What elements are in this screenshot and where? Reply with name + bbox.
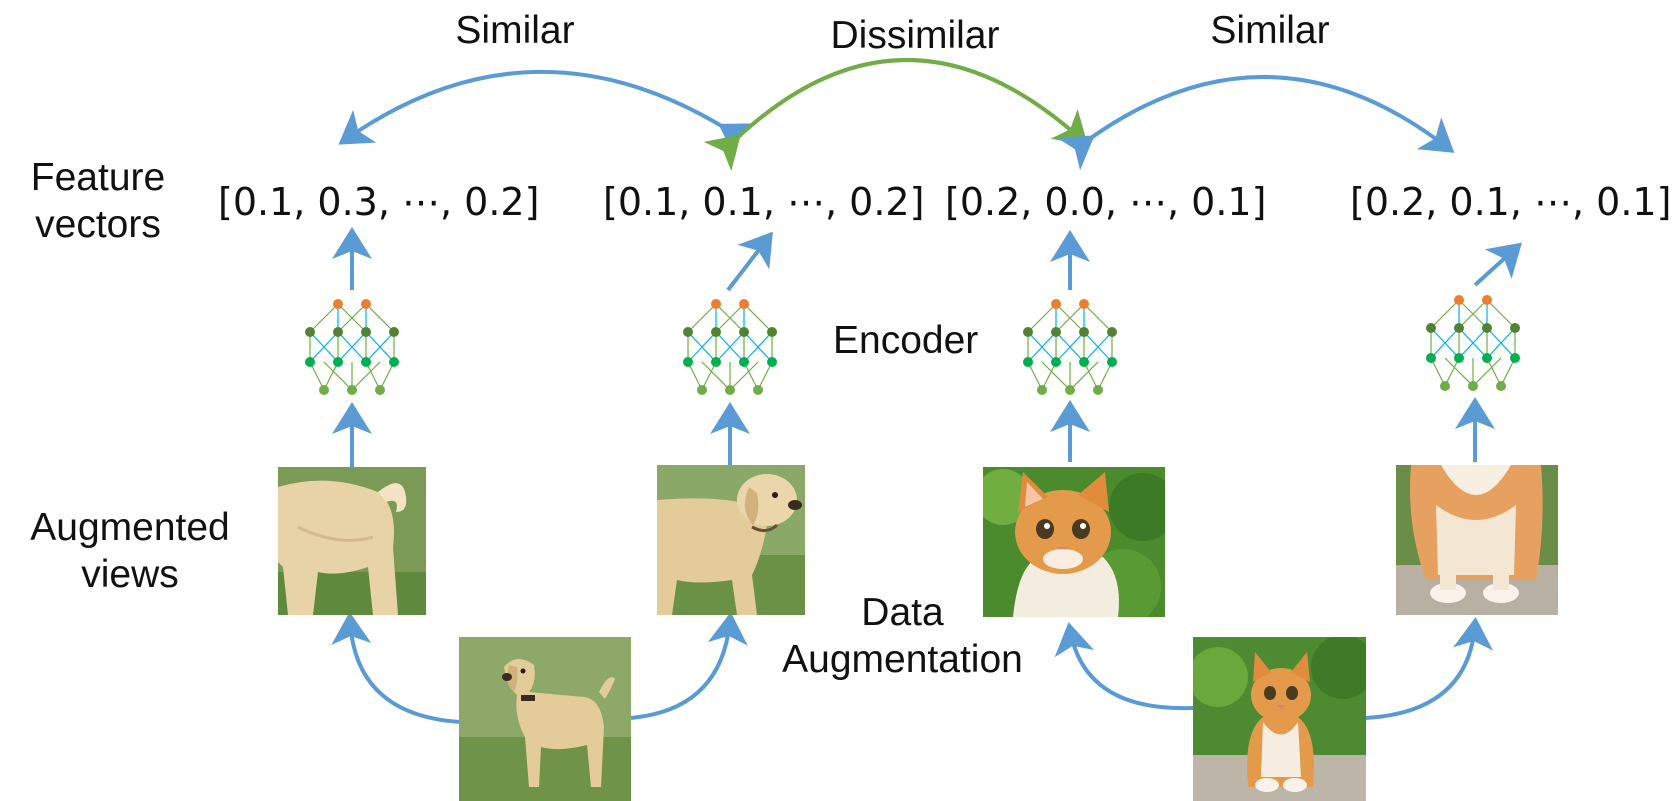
data-augmentation-line1: Data bbox=[861, 591, 944, 634]
encoder-network-2 bbox=[682, 298, 778, 396]
augmented-view-kitten-body bbox=[1396, 465, 1558, 615]
feature-vectors-label: Feature vectors bbox=[18, 155, 178, 249]
original-image-dog bbox=[459, 637, 631, 801]
original-image-kitten bbox=[1193, 637, 1366, 801]
data-augmentation-line2: Augmentation bbox=[782, 637, 1023, 681]
dissimilar-arc bbox=[703, 58, 1088, 172]
encoder-network-3 bbox=[1022, 298, 1118, 396]
augmentation-arc-cat-right bbox=[1365, 617, 1493, 720]
dissimilar-label: Dissimilar bbox=[830, 14, 1000, 57]
augmented-view-dog-head bbox=[657, 465, 805, 615]
augmented-views-line1: Augmented bbox=[30, 506, 230, 549]
similar-label-left: Similar bbox=[455, 9, 575, 52]
augmented-views-label: Augmented views bbox=[10, 505, 250, 599]
feature-vector-3: [0.2, 0.0, ⋯, 0.1] bbox=[945, 180, 1267, 224]
arrow-encoder2-to-vector2 bbox=[726, 231, 773, 292]
arrow-encoder4-to-vector4 bbox=[1473, 242, 1522, 287]
feature-vector-4: [0.2, 0.1, ⋯, 0.1] bbox=[1350, 180, 1672, 224]
similar-arc-right bbox=[1056, 74, 1455, 171]
feature-vectors-line2: vectors bbox=[35, 202, 161, 246]
data-augmentation-label: Data Augmentation bbox=[765, 590, 1040, 684]
augmentation-arc-dog-right bbox=[629, 612, 748, 720]
augmented-views-line2: views bbox=[81, 552, 179, 596]
encoder-network-4 bbox=[1425, 294, 1521, 392]
feature-vector-2: [0.1, 0.1, ⋯, 0.2] bbox=[603, 180, 925, 224]
feature-vector-1: [0.1, 0.3, ⋯, 0.2] bbox=[218, 180, 540, 224]
feature-vectors-line1: Feature bbox=[30, 156, 166, 199]
encoder-network-1 bbox=[304, 298, 400, 396]
similar-label-right: Similar bbox=[1210, 9, 1330, 52]
augmentation-arc-dog-left bbox=[331, 612, 461, 724]
encoder-label: Encoder bbox=[833, 319, 979, 362]
augmented-view-kitten-face bbox=[983, 467, 1165, 617]
augmentation-arc-cat-left bbox=[1054, 622, 1194, 711]
augmented-view-dog-tail bbox=[278, 467, 426, 615]
similar-arc-left bbox=[338, 69, 756, 158]
